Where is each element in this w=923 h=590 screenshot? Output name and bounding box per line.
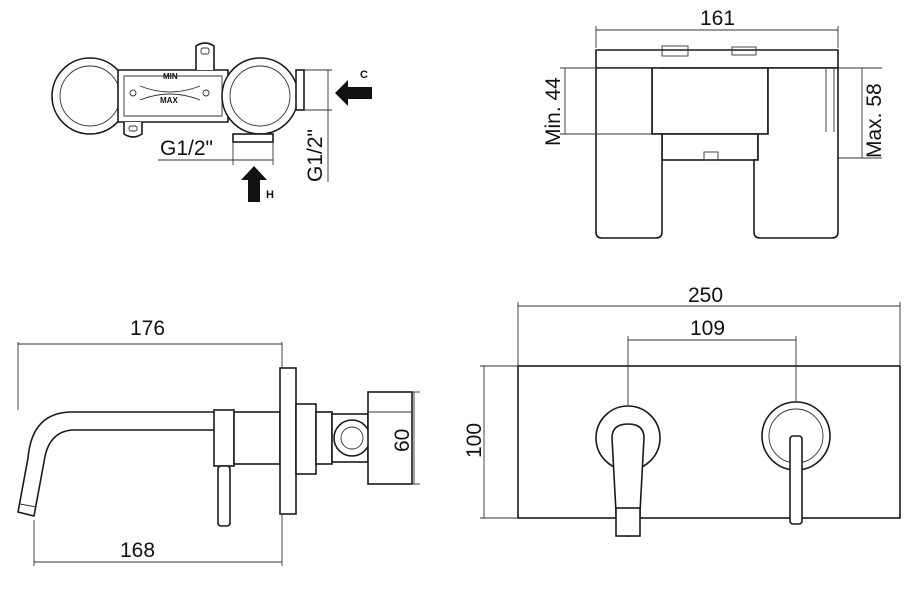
- max-depth-dimension: Max. 58: [838, 67, 886, 159]
- installation-body-view: MIN MAX: [51, 42, 305, 143]
- arrow-h-label: H: [266, 189, 274, 201]
- length-168-label: 168: [120, 539, 155, 562]
- length-176-label: 176: [130, 317, 165, 340]
- thread-label-vertical: G1/2": [304, 129, 327, 182]
- cold-inlet-arrow: C: [335, 69, 372, 106]
- width-161-label: 161: [700, 7, 735, 30]
- length-dimension-168: 168: [33, 514, 283, 566]
- depth-view: [595, 45, 839, 239]
- plate-width-250-label: 250: [688, 284, 723, 307]
- width-dimension-161: 161: [595, 7, 839, 48]
- min-label: MIN: [163, 72, 178, 81]
- plate-height-dimension-100: 100: [463, 365, 518, 519]
- thread-dimension-vertical: G1/2": [304, 69, 332, 182]
- centre-distance-109-label: 109: [690, 317, 725, 340]
- height-dimension-60: 60: [391, 391, 420, 485]
- min-depth-dimension: Min. 44: [542, 67, 660, 146]
- hot-inlet-arrow: H: [241, 166, 274, 202]
- max-label: MAX: [160, 96, 178, 105]
- arrow-c-label: C: [360, 69, 368, 81]
- spout-side-view: [17, 367, 413, 527]
- plate-width-dimension-250: 250: [517, 284, 901, 366]
- thread-label-horizontal: G1/2": [160, 137, 213, 160]
- min-depth-label: Min. 44: [542, 77, 565, 146]
- length-dimension-176: 176: [17, 317, 283, 410]
- thread-dimension-horizontal: G1/2": [158, 137, 274, 165]
- plate-height-100-label: 100: [463, 423, 486, 458]
- max-depth-label: Max. 58: [863, 83, 886, 158]
- centre-distance-dimension-109: 109: [627, 317, 797, 406]
- height-60-label: 60: [391, 429, 414, 452]
- front-plate-view: [517, 365, 901, 537]
